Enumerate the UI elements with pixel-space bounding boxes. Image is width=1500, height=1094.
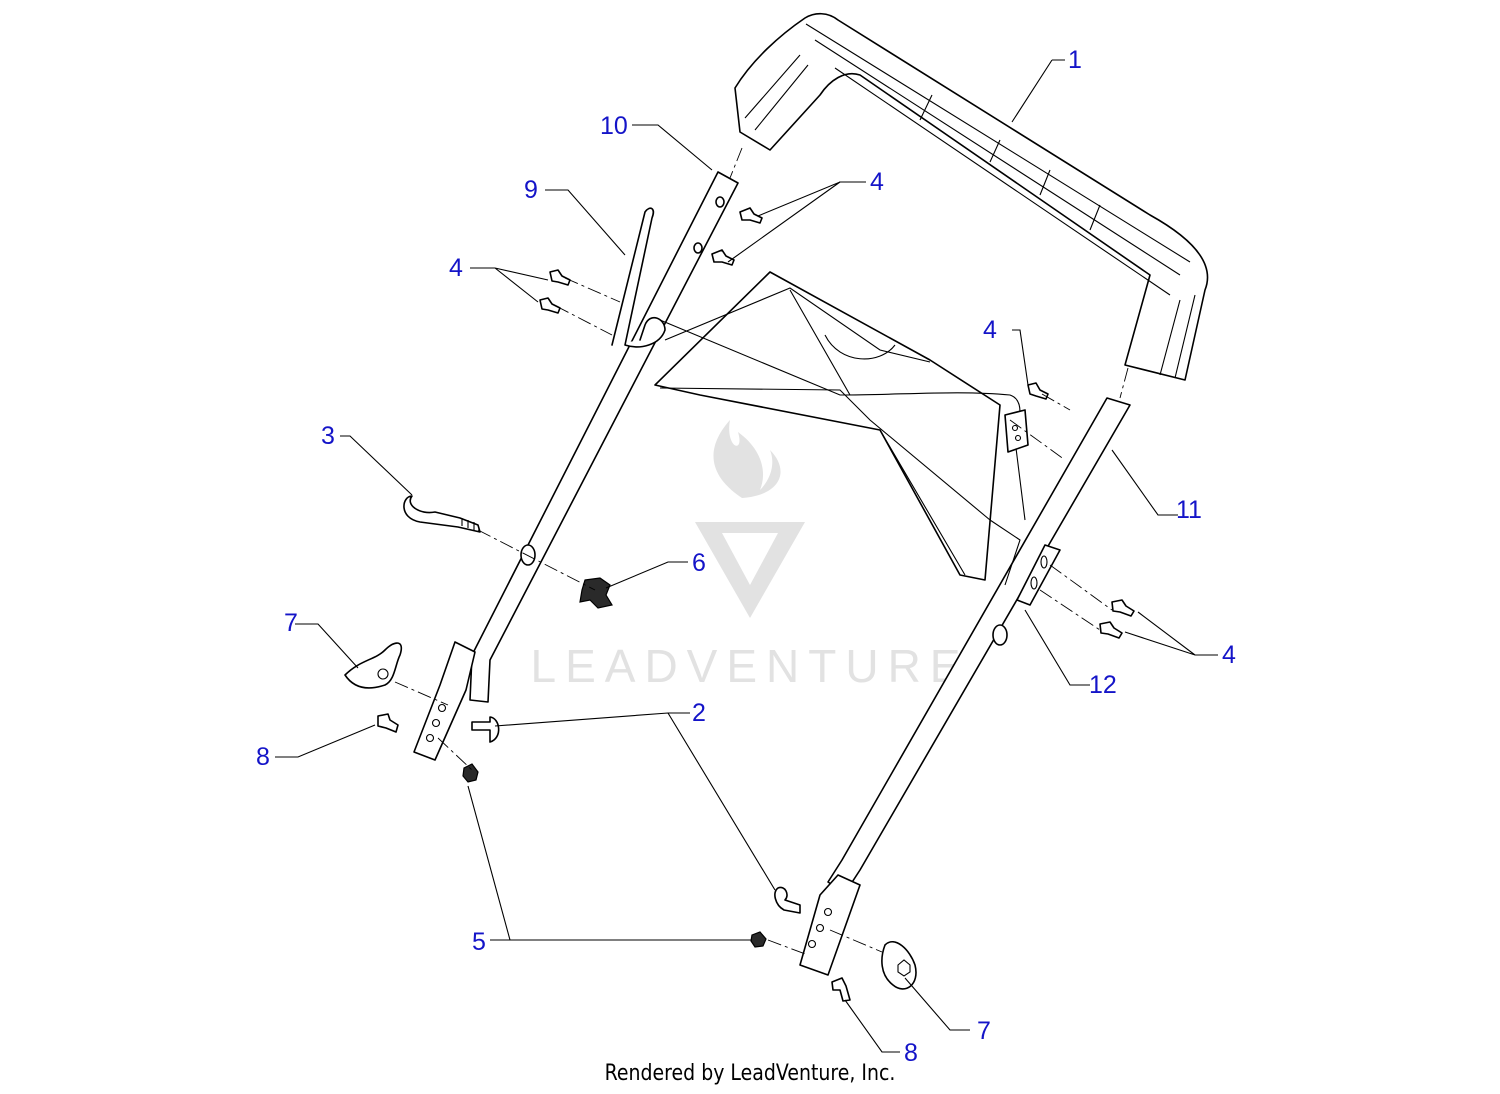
callout-6: 6 <box>692 549 706 577</box>
leadventure-watermark: LEADVENTURE <box>531 420 970 692</box>
bolt-right-part <box>831 977 851 1002</box>
plate-part <box>1016 544 1061 606</box>
callout-11: 11 <box>1176 496 1202 524</box>
eyebolt-part <box>403 495 481 533</box>
cable-guide-part <box>611 207 1029 521</box>
wing-knob-left-part <box>344 642 403 689</box>
center-lines <box>394 147 1129 956</box>
clevis-pin-top-part <box>471 716 500 743</box>
mounting-bracket-part <box>654 271 1021 586</box>
callout-7b: 7 <box>977 1017 991 1045</box>
watermark-text: LEADVENTURE <box>531 640 970 692</box>
callout-8b: 8 <box>904 1039 918 1067</box>
callout-3: 3 <box>321 422 335 450</box>
callout-4b: 4 <box>449 254 463 282</box>
callout-8a: 8 <box>256 743 270 771</box>
nut-top-part <box>462 763 479 783</box>
v-logo-icon <box>695 522 805 618</box>
clevis-pin-bottom-part <box>774 886 801 914</box>
callout-labels: 1 10 9 4 4 4 3 11 6 7 4 12 2 8 5 7 8 <box>256 46 1236 1067</box>
callout-10: 10 <box>600 112 628 140</box>
flame-logo-icon <box>713 420 781 498</box>
callout-7a: 7 <box>284 609 298 637</box>
callout-2: 2 <box>692 699 706 727</box>
star-knob-part <box>579 577 613 609</box>
right-lower-tube-part <box>799 397 1131 976</box>
callout-4a: 4 <box>870 168 884 196</box>
upper-handle-part <box>734 12 1209 381</box>
left-lower-tube-part <box>413 171 739 761</box>
callout-4d: 4 <box>1222 641 1236 669</box>
callout-9: 9 <box>524 176 538 204</box>
nut-bottom-part <box>750 931 767 948</box>
callout-1: 1 <box>1068 46 1082 74</box>
leader-lines <box>275 59 1218 1053</box>
footer-credit: Rendered by LeadVenture, Inc. <box>604 1061 896 1086</box>
callout-4c: 4 <box>983 316 997 344</box>
callout-5: 5 <box>472 928 486 956</box>
bolt-left-part <box>377 713 399 733</box>
wing-knob-right-part <box>881 941 917 990</box>
callout-12: 12 <box>1089 671 1117 699</box>
